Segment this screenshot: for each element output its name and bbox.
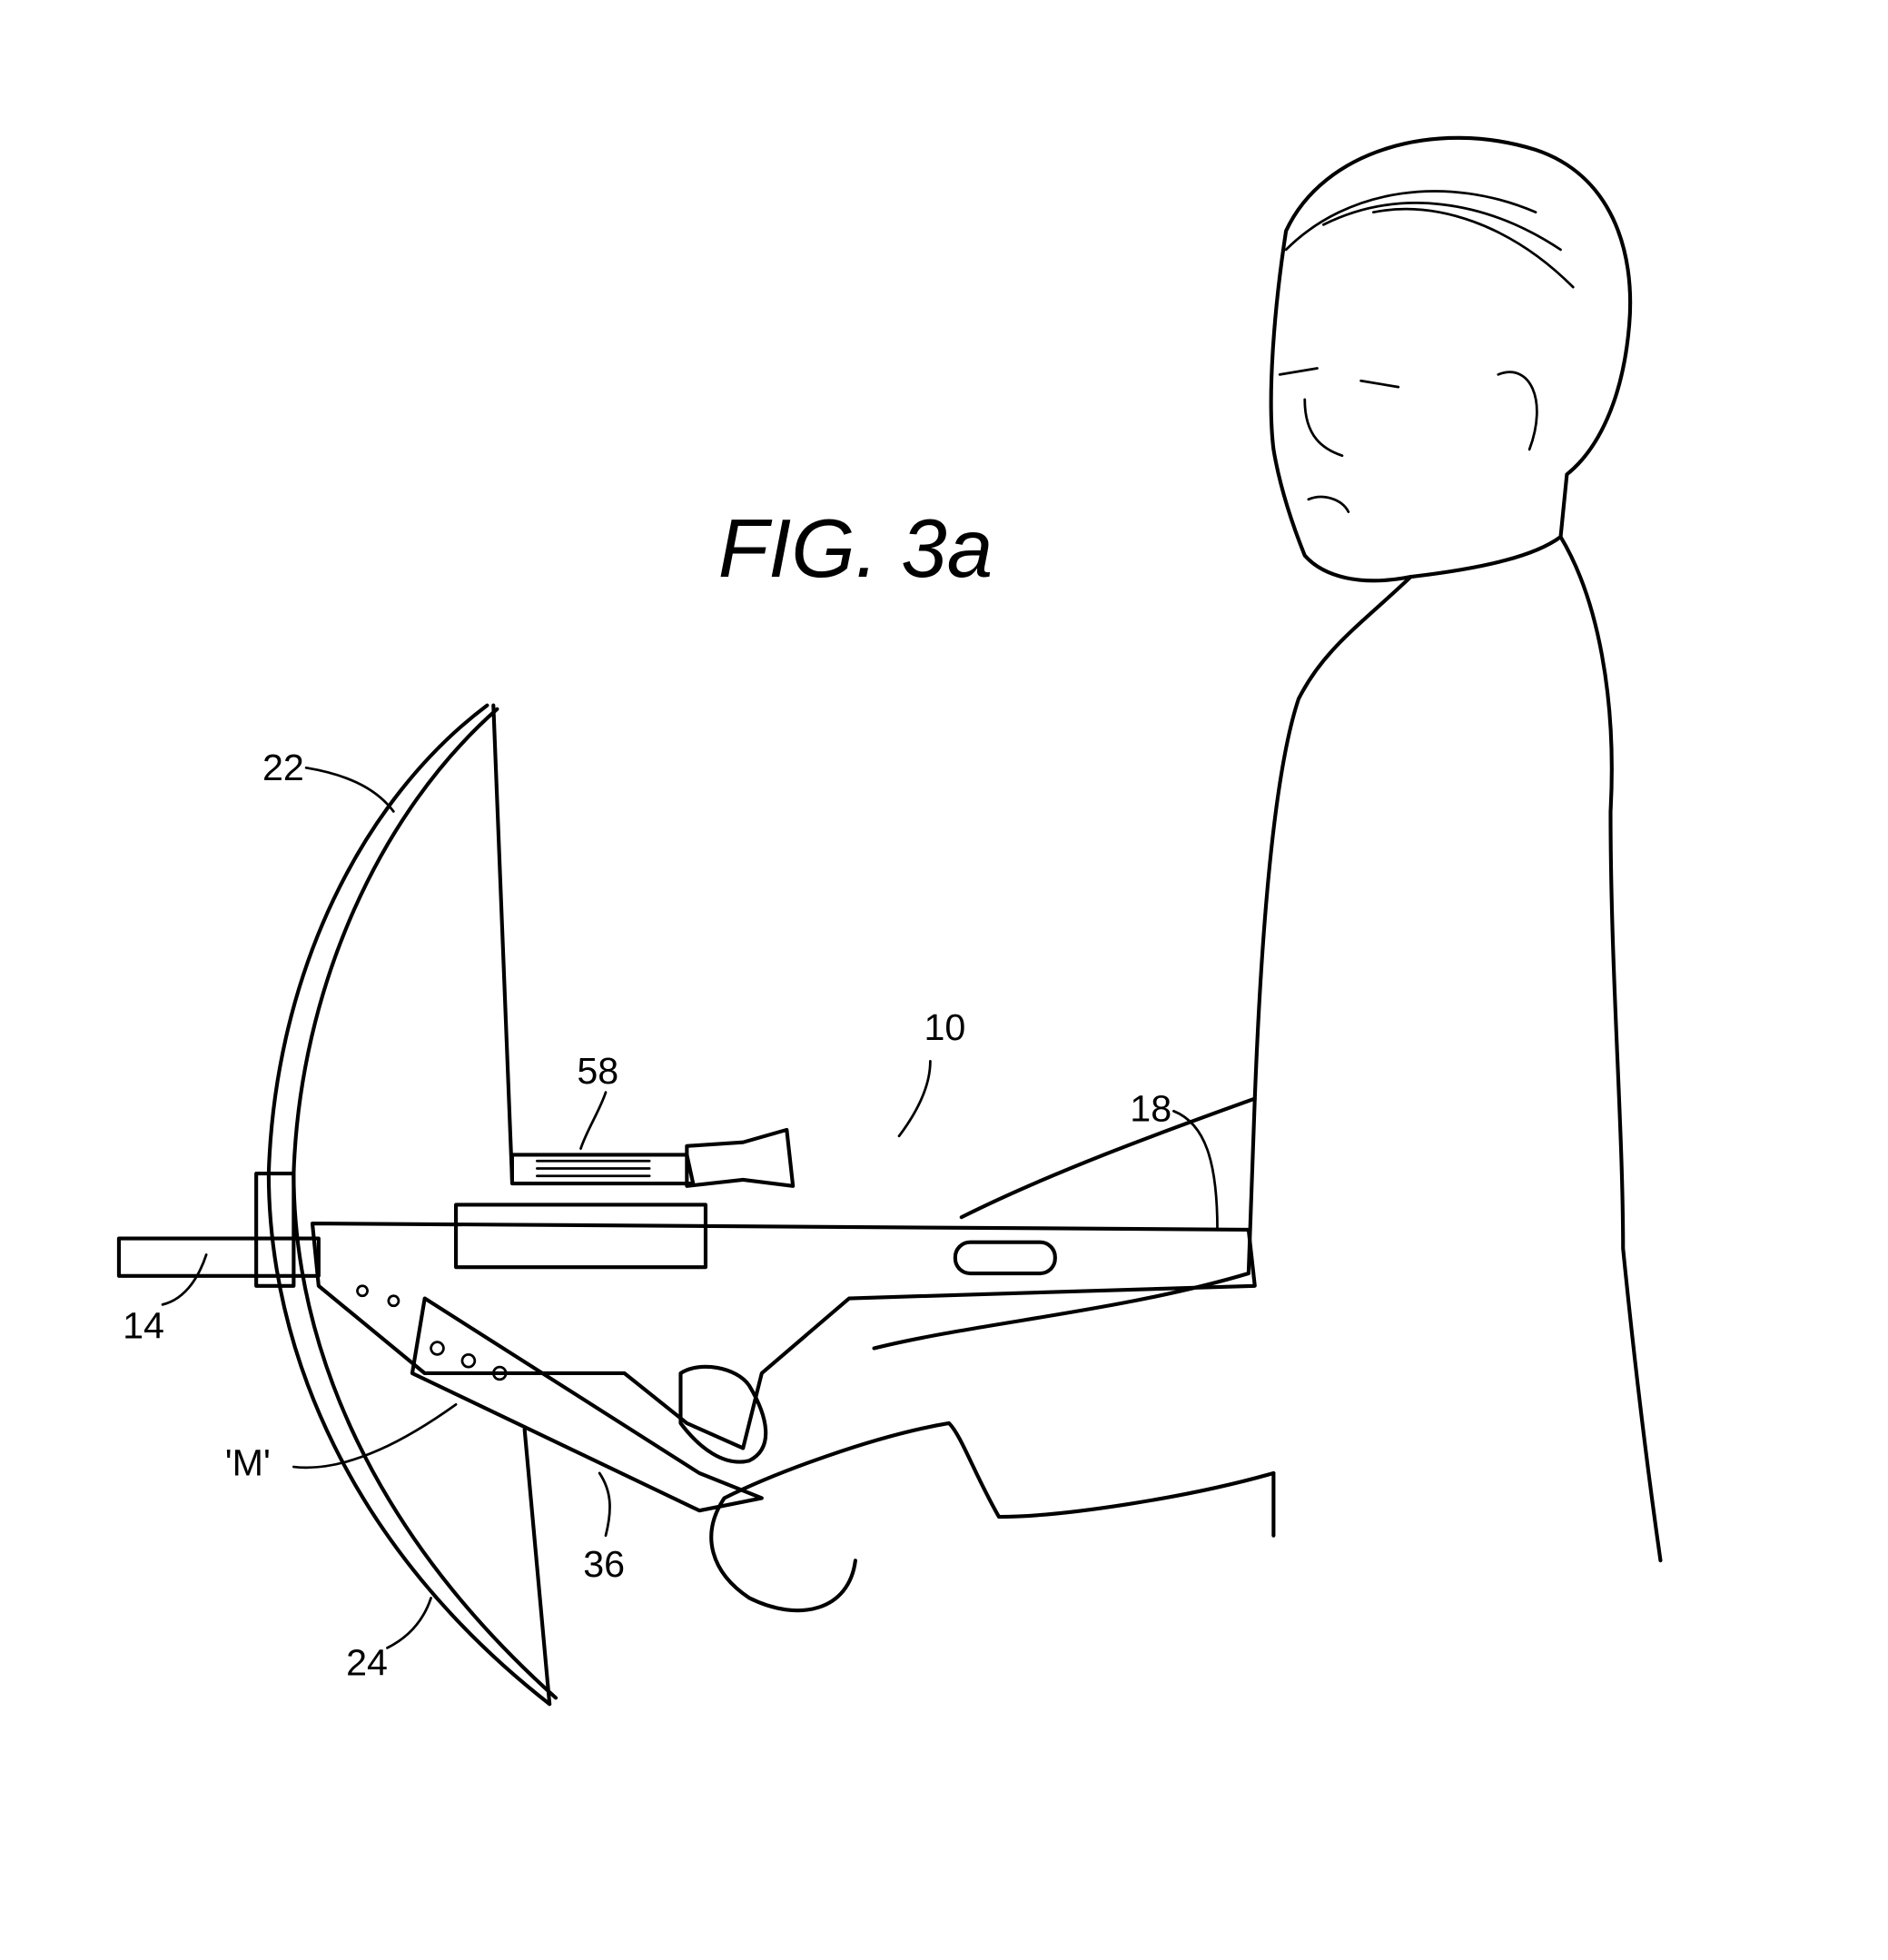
person-illustration [678, 135, 1663, 1613]
label-10: 10 [924, 1006, 966, 1048]
figure-title: FIG. 3a [718, 503, 993, 595]
label-22: 22 [262, 747, 304, 788]
crossbow-illustration [116, 703, 1257, 1707]
label-18: 18 [1130, 1087, 1171, 1129]
label-M: 'M' [225, 1442, 271, 1484]
label-24: 24 [346, 1642, 388, 1684]
label-58: 58 [577, 1050, 618, 1092]
label-14: 14 [123, 1304, 164, 1346]
leader-lines [161, 766, 1219, 1649]
label-36: 36 [583, 1543, 625, 1585]
